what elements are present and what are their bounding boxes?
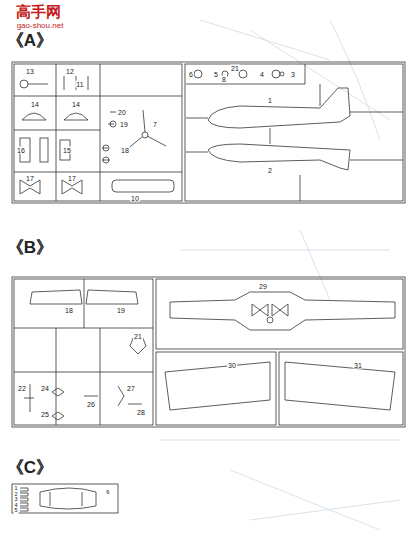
- part-number: 27: [126, 385, 136, 392]
- part-number: 13: [25, 68, 35, 75]
- part-number: 28: [136, 409, 146, 416]
- part-number: 4: [259, 71, 265, 78]
- part-number: 22: [17, 385, 27, 392]
- part-number: 31: [353, 362, 363, 369]
- part-number: 6: [188, 71, 194, 78]
- part-number: 19: [119, 121, 129, 128]
- part-number: 17: [25, 175, 35, 182]
- part-number: 5: [13, 508, 18, 514]
- part-number: 15: [62, 147, 72, 154]
- part-number: 21: [133, 333, 143, 340]
- part-number: 7: [152, 121, 158, 128]
- part-number: 2: [267, 167, 273, 174]
- part-number: 21: [230, 65, 240, 72]
- section-label: 《B》: [6, 239, 54, 256]
- section-label: 《A》: [6, 32, 54, 49]
- part-number: 24: [40, 385, 50, 392]
- part-number: 10: [130, 195, 140, 202]
- part-number: 12: [65, 68, 75, 75]
- part-number: 14: [71, 101, 81, 108]
- part-number: 17: [67, 175, 77, 182]
- part-number: 11: [75, 81, 84, 88]
- part-number: 1: [267, 97, 273, 104]
- watermark: 高手网: [15, 4, 62, 19]
- part-number: 30: [227, 362, 237, 369]
- part-number: 3: [290, 71, 296, 78]
- part-number: 6: [105, 489, 110, 495]
- part-number: 14: [30, 101, 40, 108]
- part-number: 29: [258, 283, 268, 290]
- part-number: 18: [120, 147, 130, 154]
- part-number: 16: [16, 147, 26, 154]
- part-number: 20: [117, 109, 127, 116]
- part-number: 18: [64, 307, 74, 314]
- part-number: 5: [213, 71, 219, 78]
- part-number: 19: [116, 307, 126, 314]
- part-number: 8: [221, 76, 227, 83]
- part-number: 25: [40, 411, 50, 418]
- watermark: gao-shou.net: [16, 22, 65, 30]
- section-label: 《C》: [6, 459, 54, 476]
- part-number: 26: [86, 401, 96, 408]
